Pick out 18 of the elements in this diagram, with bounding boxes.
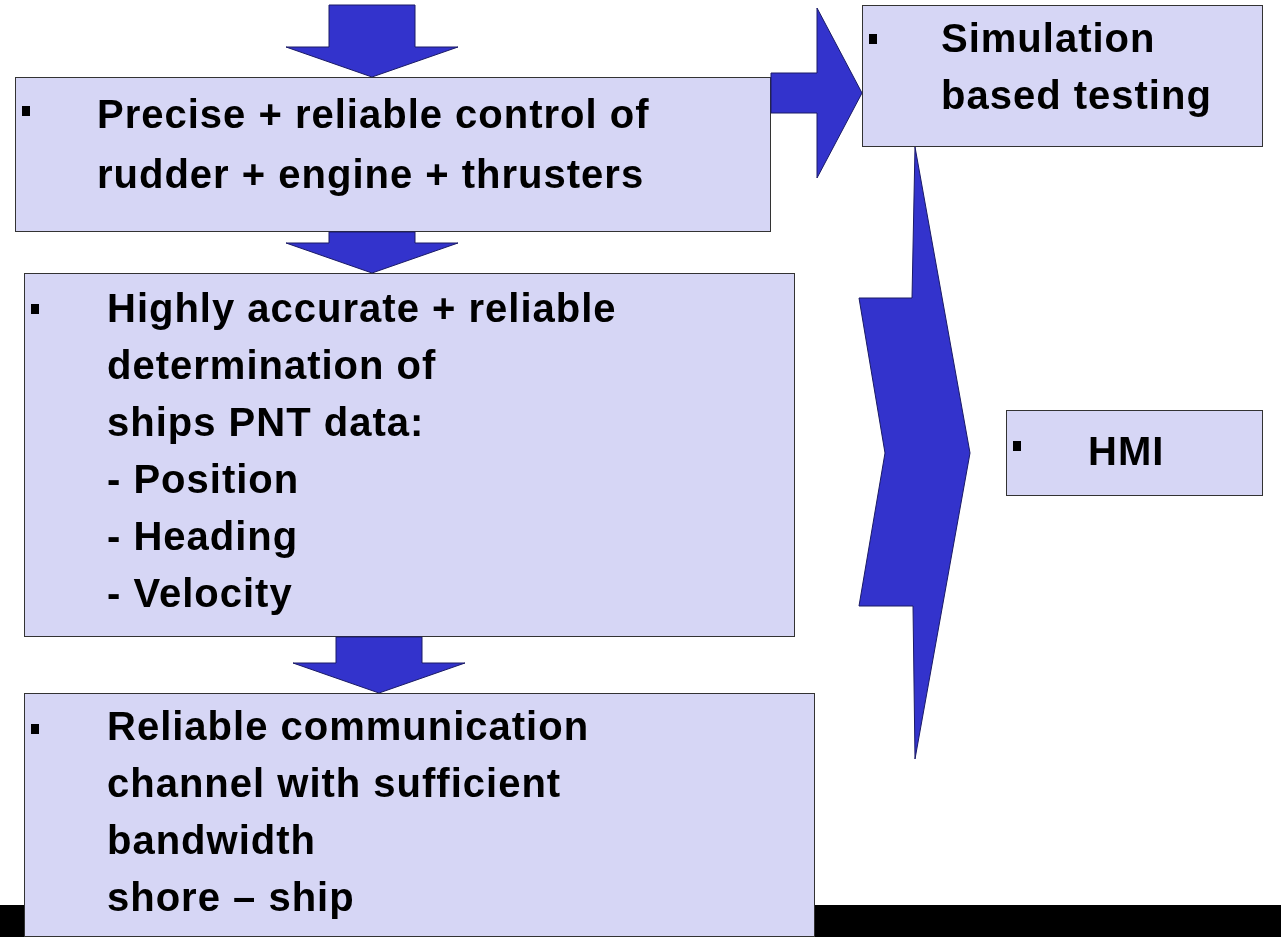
node-text: - Heading bbox=[107, 513, 300, 560]
text-box bbox=[862, 5, 1263, 147]
block-arrow bbox=[292, 636, 466, 694]
node-text: Precise + reliable control of rudder + engine + thrusters bbox=[97, 91, 651, 198]
block-arrow bbox=[285, 4, 459, 78]
text-box bbox=[24, 693, 815, 937]
node-text: shore – ship bbox=[107, 874, 356, 921]
block-arrow bbox=[858, 146, 971, 760]
node-text: Simulation based testing bbox=[941, 15, 1213, 119]
block-arrow bbox=[770, 7, 863, 179]
text-box bbox=[1006, 410, 1263, 496]
text-box bbox=[15, 77, 771, 232]
node-text: ships PNT data: bbox=[107, 399, 426, 446]
text-box bbox=[24, 273, 795, 637]
node-text: - Position bbox=[107, 456, 301, 503]
node-text: HMI bbox=[1088, 428, 1166, 475]
node-text: - Velocity bbox=[107, 570, 294, 617]
block-arrow bbox=[285, 231, 459, 274]
